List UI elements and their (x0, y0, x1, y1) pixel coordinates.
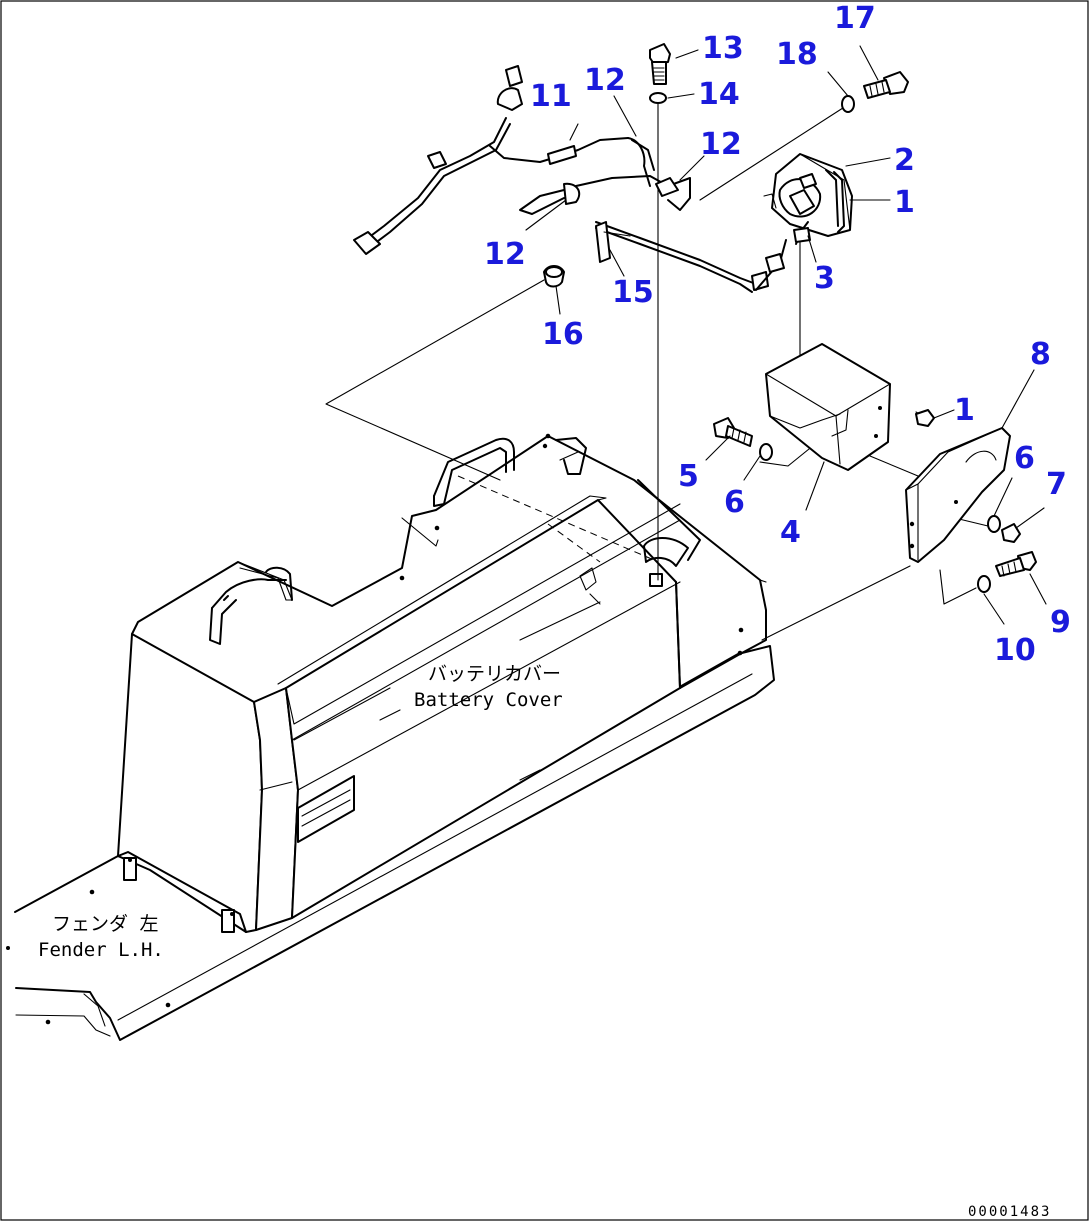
bolt-5 (713, 417, 753, 447)
battery-cover-label-jp: バッテリカバー (428, 663, 561, 685)
callout-8: 8 (1030, 337, 1051, 372)
fender-label-en: Fender L.H. (38, 939, 164, 961)
callout-11: 11 (530, 79, 572, 114)
callout-6-right: 6 (1014, 441, 1035, 476)
callout-5: 5 (678, 459, 699, 494)
bolt-13 (649, 43, 671, 85)
drawing-code: 00001483 (968, 1204, 1051, 1220)
callout-1-nut: 1 (954, 393, 975, 428)
plate-8 (905, 427, 1011, 563)
callout-12-top: 12 (584, 63, 626, 98)
battery-cover-label-en: Battery Cover (414, 689, 563, 711)
wire-harness (353, 65, 787, 293)
callouts: 17 13 18 14 11 12 12 2 1 12 3 15 16 8 1 … (484, 1, 1071, 668)
battery-cover (117, 433, 767, 933)
bracket-4 (765, 343, 891, 471)
nut-7 (1001, 523, 1021, 543)
washer-14 (649, 92, 667, 104)
callout-12-right: 12 (700, 127, 742, 162)
callout-13: 13 (702, 31, 744, 66)
callout-15: 15 (612, 275, 654, 310)
washer-6 (759, 443, 773, 461)
callout-18: 18 (776, 37, 818, 72)
callout-4: 4 (780, 515, 801, 550)
callout-1-horn: 1 (894, 185, 915, 220)
callout-17: 17 (834, 1, 876, 36)
callout-14: 14 (698, 77, 740, 112)
callout-3: 3 (814, 261, 835, 296)
callout-10: 10 (994, 633, 1036, 668)
fender-label-jp: フェンダ 左 (52, 913, 158, 935)
washer-18 (841, 95, 855, 113)
bolt-9 (995, 551, 1037, 577)
callout-16: 16 (542, 317, 584, 352)
grommet-16 (543, 265, 565, 288)
clamp-15 (595, 221, 631, 263)
washer-6b (987, 515, 1001, 533)
washer-10 (977, 575, 991, 593)
callout-leaders (525, 45, 1047, 625)
part-labels: バッテリカバー Battery Cover フェンダ 左 Fender L.H. (38, 663, 563, 961)
callout-9: 9 (1050, 605, 1071, 640)
callout-12-left: 12 (484, 237, 526, 272)
bolt-17 (863, 71, 909, 99)
callout-2: 2 (894, 143, 915, 178)
horn-assembly (763, 153, 853, 245)
nut-1 (915, 409, 935, 427)
callout-7: 7 (1046, 467, 1067, 502)
callout-6-left: 6 (724, 485, 745, 520)
